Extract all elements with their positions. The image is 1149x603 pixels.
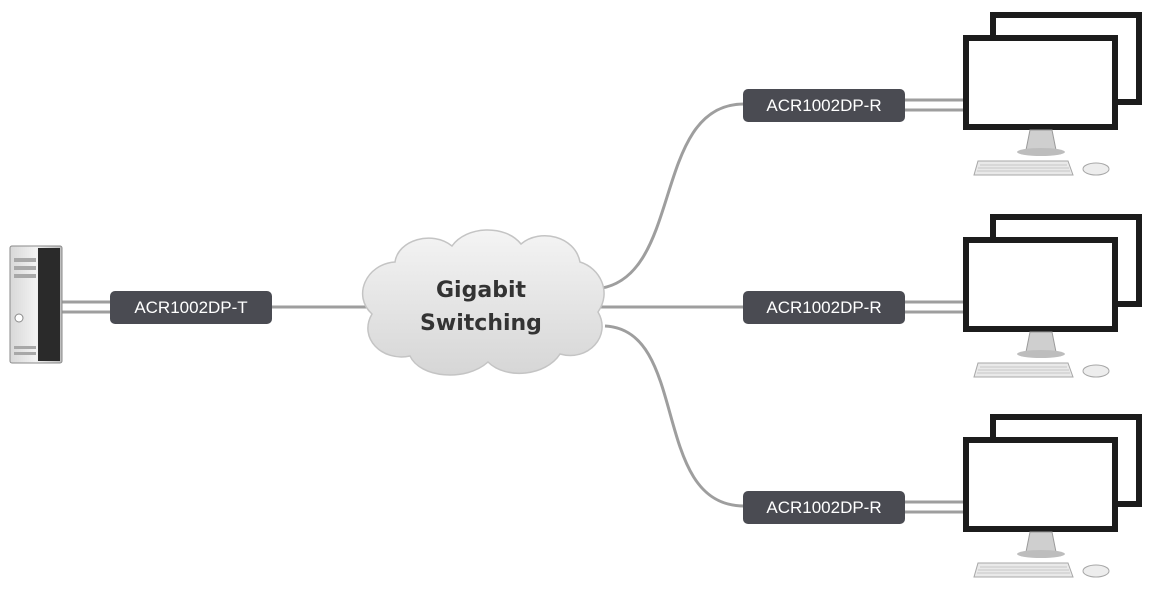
workstation-dual-monitor-icon	[962, 11, 1143, 176]
transmitter-unit: ACR1002DP-T	[110, 291, 272, 324]
receiver-unit-3: ACR1002DP-R	[743, 491, 905, 524]
cable-cloud-receiver-3	[604, 324, 745, 508]
receiver-unit-1: ACR1002DP-R	[743, 89, 905, 122]
workstation-dual-monitor-icon	[962, 213, 1143, 378]
cable-cloud-receiver-1	[594, 102, 745, 291]
receiver-label-3: ACR1002DP-R	[766, 498, 881, 517]
transmitter-label: ACR1002DP-T	[134, 298, 247, 317]
receiver-label-2: ACR1002DP-R	[766, 298, 881, 317]
network-cloud-icon: Gigabit Switching	[361, 229, 605, 376]
cables	[62, 98, 966, 514]
network-label-line2: Switching	[420, 311, 542, 336]
pc-tower-icon	[9, 245, 63, 364]
receiver-label-1: ACR1002DP-R	[766, 96, 881, 115]
network-label-line1: Gigabit	[436, 278, 526, 303]
workstation-dual-monitor-icon	[962, 413, 1143, 578]
receiver-unit-2: ACR1002DP-R	[743, 291, 905, 324]
